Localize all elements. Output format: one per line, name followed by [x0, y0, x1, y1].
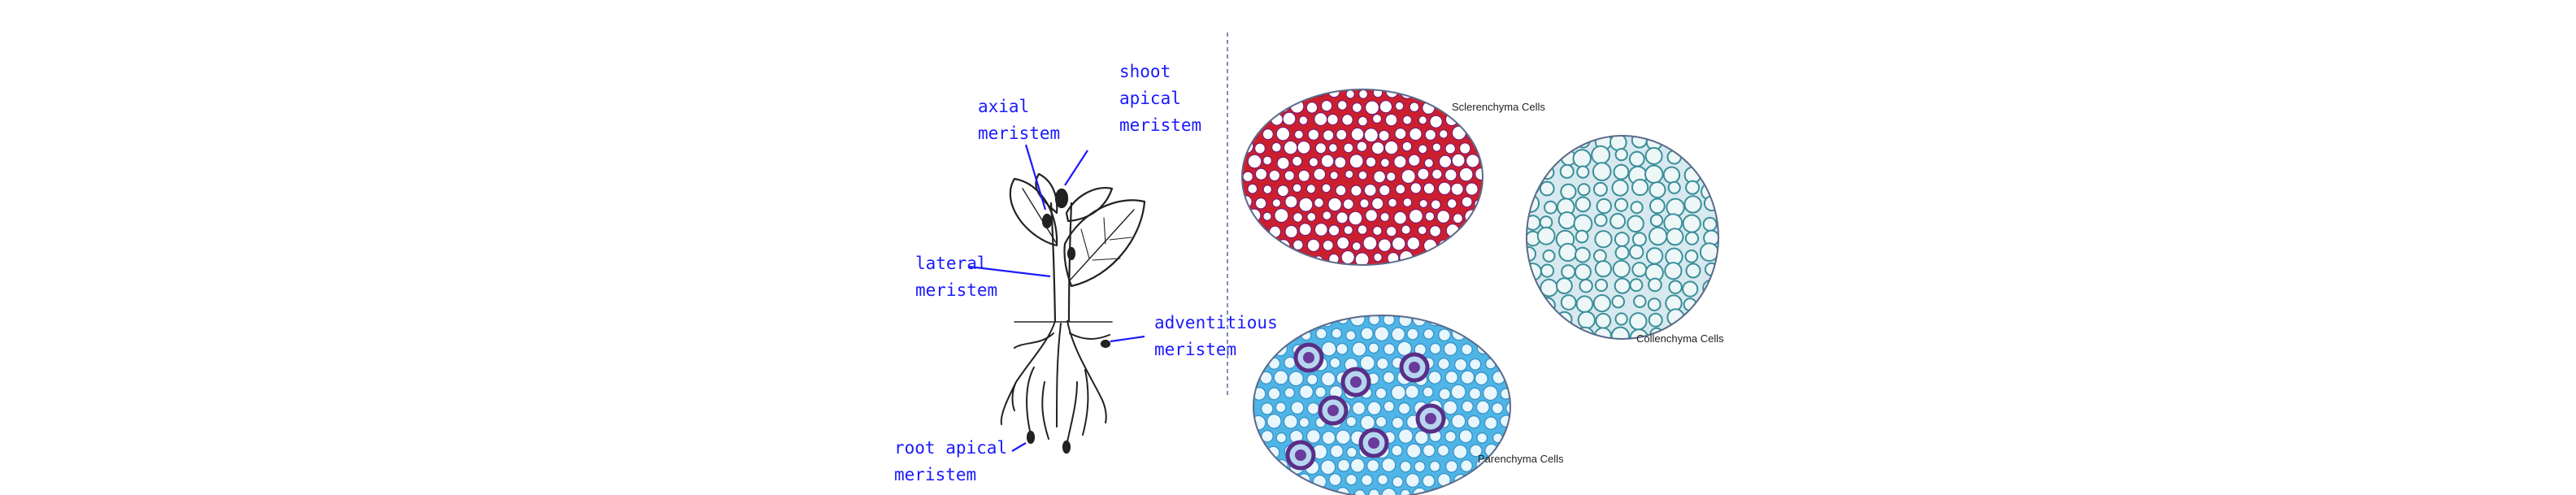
axial-meristem-label: axial meristem [978, 97, 1060, 143]
collenchyma-micrograph [1526, 135, 1719, 340]
sclerenchyma-caption: Sclerenchyma Cells [1452, 101, 1545, 113]
left-leaf [1009, 177, 1058, 247]
parenchyma-micrograph [1253, 315, 1511, 495]
roots [1000, 320, 1110, 446]
sclerenchyma-micrograph [1241, 89, 1483, 266]
label-leaders [968, 144, 1145, 452]
adventitious-meristem-label: adventitious meristem [1154, 313, 1288, 359]
shoot-leader [1064, 150, 1088, 186]
axial-bud [1041, 213, 1053, 229]
plant-diagram [1000, 172, 1146, 454]
root-leader [1011, 442, 1027, 452]
adventitious-leader [1110, 335, 1145, 343]
shoot-apex-bud [1054, 188, 1069, 209]
collenchyma-caption: Collenchyma Cells [1636, 332, 1724, 345]
parenchyma-caption: Parenchyma Cells [1478, 453, 1564, 465]
lateral-leader [968, 265, 1051, 278]
root-tip [1026, 430, 1036, 445]
upper-right-leaf [1065, 187, 1114, 223]
root-apical-meristem-label: root apical meristem [894, 438, 1018, 484]
axial-leader [1024, 144, 1047, 211]
upper-left-leaf [1035, 172, 1058, 215]
plant-stem [1049, 202, 1073, 323]
lateral-meristem-label: lateral meristem [915, 254, 997, 300]
shoot-apical-meristem-label: shoot apical meristem [1119, 62, 1201, 135]
plant-labels: shoot apical meristem axial meristem lat… [894, 62, 1288, 484]
